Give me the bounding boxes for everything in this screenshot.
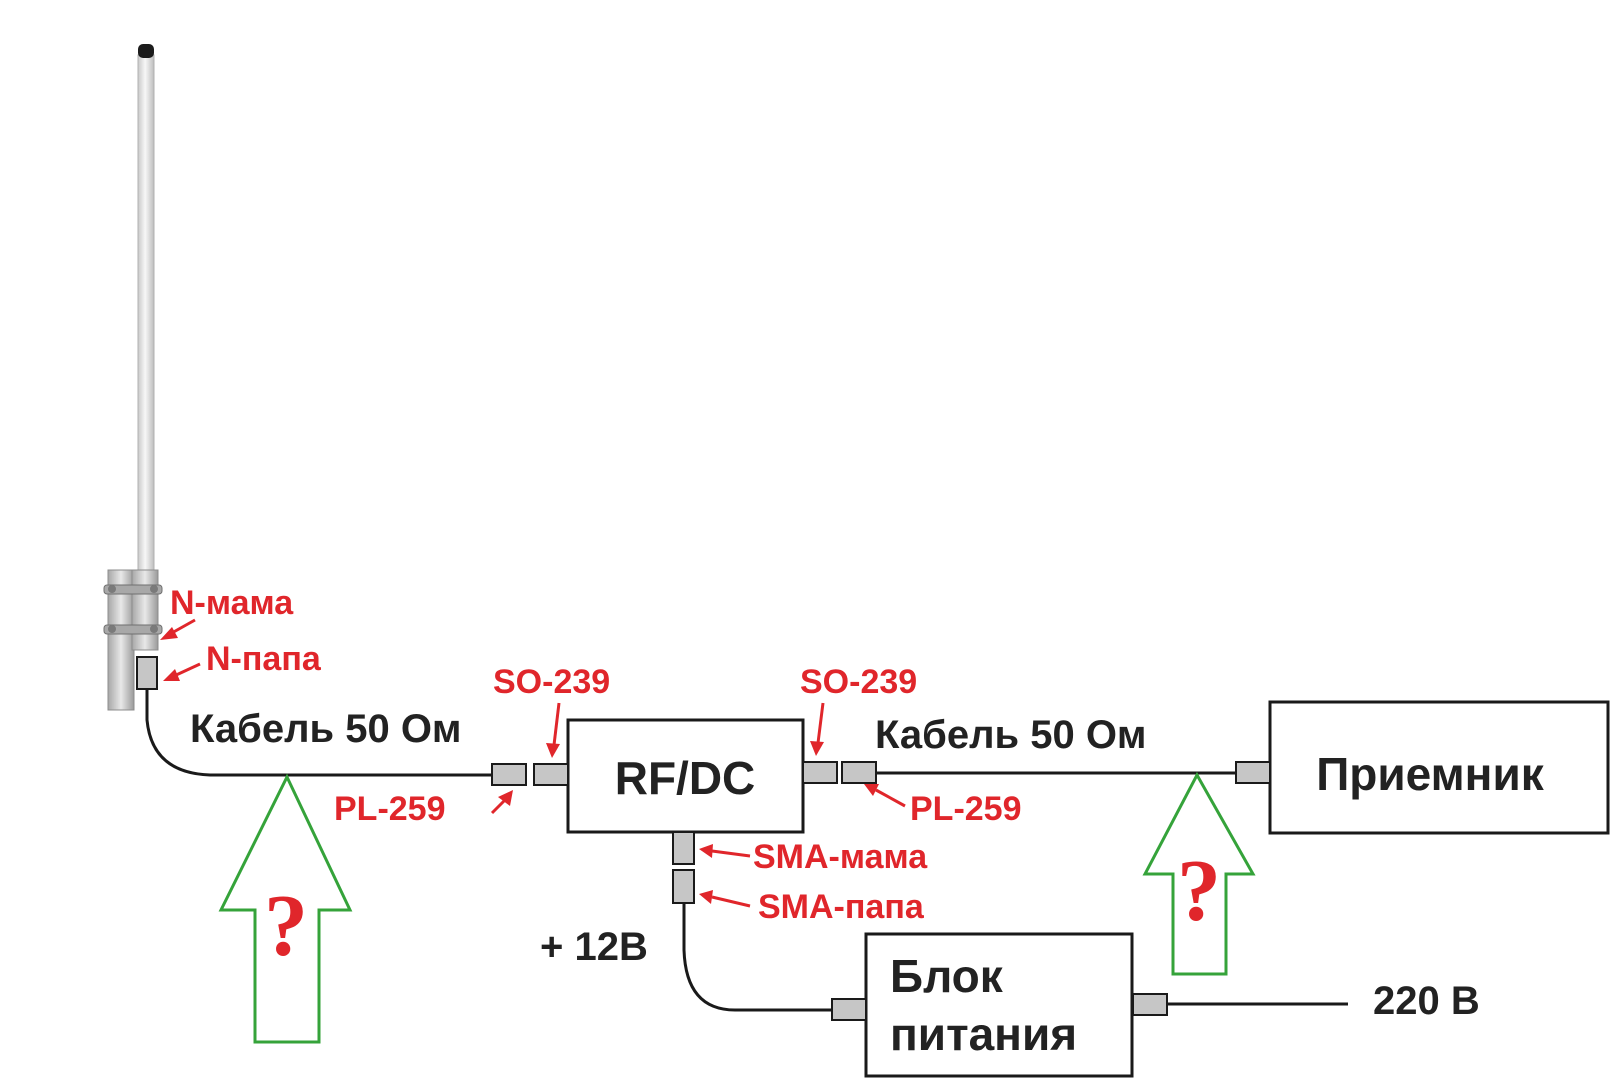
question-mark-arrow-right-icon: ? [1142,771,1256,976]
label-plus-12v: + 12В [540,925,648,969]
pointer-arrow-sma-male [699,890,751,908]
label-so239-right: SO-239 [800,663,917,701]
label-220v: 220 В [1373,979,1480,1023]
label-pl259-right: PL-259 [910,790,1022,828]
question-mark-right: ? [1177,843,1221,940]
psu-title-line1: Блок [890,950,1004,1002]
label-n-female: N-мама [170,584,294,622]
psu-title-line2: питания [890,1008,1077,1060]
antenna-icon [107,44,159,711]
pl259-left-connector-icon [491,763,527,786]
label-n-male: N-папа [206,640,322,678]
so239-right-connector-icon [802,761,838,784]
power-supply-block [864,932,1134,1078]
question-mark-arrow-left-icon: ? [218,773,353,1044]
pl259-right-connector-icon [841,761,877,784]
question-mark-left: ? [264,878,308,975]
pointer-arrow-sma-female [699,844,751,858]
n-male-connector-icon [136,656,158,690]
label-cable-left: Кабель 50 Ом [190,707,462,751]
cable-rfdc-to-psu [682,903,832,1012]
mounting-bracket-icon [103,584,163,635]
psu-output-connector-icon [831,998,867,1021]
label-cable-right: Кабель 50 Ом [875,713,1147,757]
pointer-arrow-so239-right [810,702,825,756]
cable-antenna-to-rfdc [145,689,492,777]
receiver-block [1268,700,1610,835]
label-pl259-left: PL-259 [334,790,446,828]
label-sma-female: SMA-мама [753,838,928,876]
pointer-arrow-so239-left [546,702,561,758]
pointer-arrow-pl259-right [864,784,906,808]
sma-male-connector-icon [672,869,695,904]
pointer-arrow-n-female [160,618,196,640]
receiver-title: Приемник [1316,748,1545,800]
sma-female-connector-icon [672,831,695,865]
label-so239-left: SO-239 [493,663,610,701]
psu-mains-connector-icon [1132,993,1168,1016]
pointer-arrow-pl259-left [490,790,513,815]
receiver-input-connector-icon [1235,761,1271,784]
label-sma-male: SMA-папа [758,888,925,926]
pointer-arrow-n-male [163,662,201,681]
rfdc-title: RF/DC [615,752,756,804]
so239-left-connector-icon [533,763,569,786]
